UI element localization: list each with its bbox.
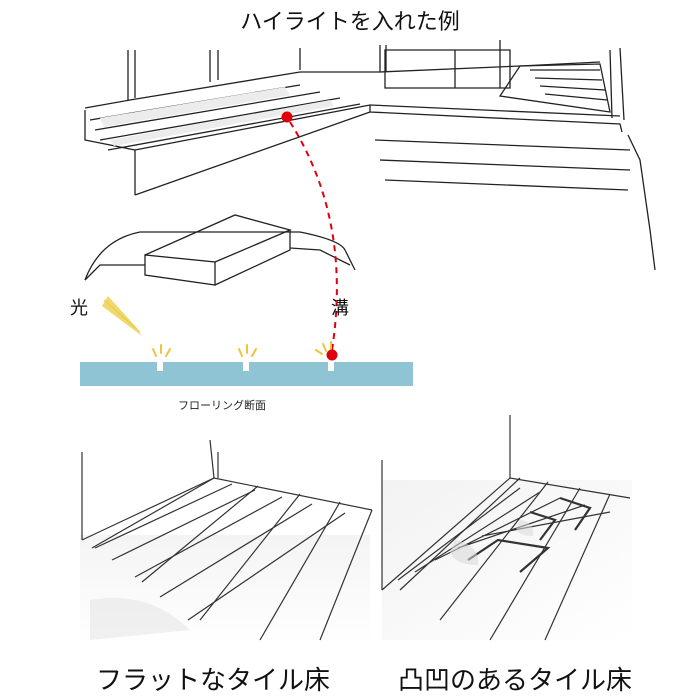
highlight-connector (289, 121, 338, 351)
page-title: ハイライトを入れた例 (240, 10, 460, 35)
light-label: 光 (70, 298, 88, 319)
cross-section-caption: フローリング断面 (178, 399, 266, 412)
flat-tile-label: フラットなタイル床 (96, 666, 331, 696)
highlight-dot-floor (281, 111, 293, 123)
highlight-dot-groove (326, 349, 338, 361)
groove-1 (157, 362, 163, 371)
groove-2 (243, 362, 249, 371)
groove-3 (328, 362, 334, 371)
uneven-tile-label: 凸凹のあるタイル床 (398, 666, 633, 696)
groove-label: 溝 (331, 298, 349, 319)
